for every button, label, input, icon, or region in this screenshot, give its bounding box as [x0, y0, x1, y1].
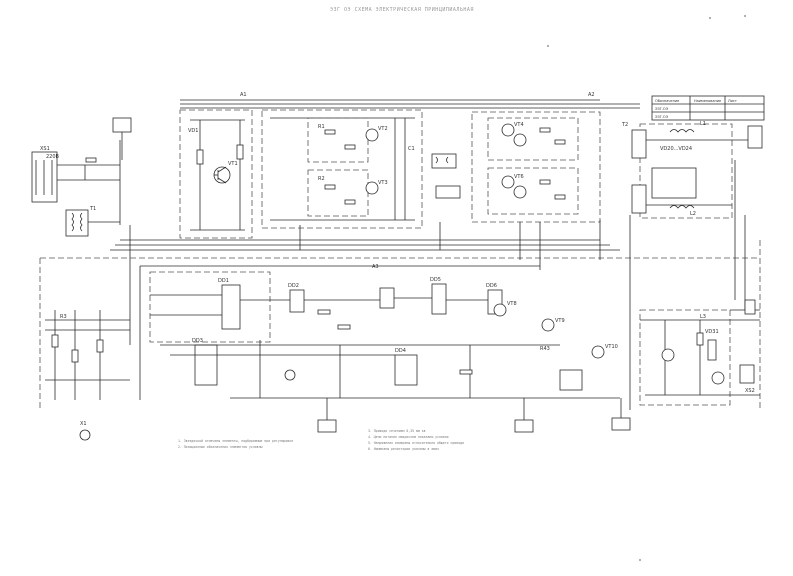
note-center-2: 4. Цепи питания микросхем показаны услов…: [368, 435, 449, 439]
output-connector-xs2: [739, 364, 755, 384]
output-connector: [747, 125, 763, 149]
tb-sheet: Лист: [728, 99, 737, 103]
label-vt4: VT4: [514, 122, 524, 128]
label-l1: L1: [700, 121, 706, 127]
notes: 1. Звездочкой отмечены элементы, подбира…: [178, 429, 464, 451]
tb-designation: Обозначение: [655, 99, 679, 103]
output-transformer-section: Обозначение Наименование Лист ЭЗГ.ОЭ ЭЗГ…: [621, 95, 765, 219]
tb-name: Наименование: [694, 99, 721, 103]
title-block: [651, 95, 765, 121]
label-r43: R43: [540, 346, 550, 352]
power-supply-block: VT1 VD1: [179, 109, 253, 239]
transformer-center: [431, 153, 457, 169]
transistor-vt2: [365, 128, 379, 142]
transistor-vt3: [365, 181, 379, 195]
label-dd2: DD2: [288, 283, 299, 289]
label-dd6: DD6: [486, 283, 497, 289]
label-a2: A2: [588, 92, 595, 98]
label-a1: A1: [240, 92, 247, 98]
note-center-1: 3. Провода сечением 0,35 мм кв: [368, 429, 426, 433]
label-c1: C1: [408, 146, 415, 152]
transformer-t1: [65, 209, 89, 237]
tb-row2: ЭЗГ.ОЭ: [655, 115, 669, 119]
ic-dd2: [289, 289, 305, 313]
note-left-1: 1. Звездочкой отмечены элементы, подбира…: [178, 438, 293, 443]
label-t2: T2: [621, 122, 628, 128]
label-l2: L2: [690, 211, 696, 217]
mains-input-section: XS1 220В T1: [31, 117, 132, 237]
transistor-vt5: [513, 133, 527, 147]
label-vt2: VT2: [378, 126, 388, 132]
transistor-vt7: [513, 185, 527, 199]
ic-dd4: [394, 354, 418, 386]
label-x1: X1: [80, 421, 87, 427]
label-vt8: VT8: [507, 301, 517, 307]
ic-dd3: [194, 344, 218, 386]
label-dd1: DD1: [218, 278, 229, 284]
top-bus-lines: [180, 99, 640, 109]
label-vt3: VT3: [378, 180, 388, 186]
label-t1: T1: [89, 206, 96, 212]
label-220v: 220В: [46, 154, 60, 160]
note-center-3: 5. Напряжения измерены относительно обще…: [368, 440, 464, 445]
label-dd4: DD4: [395, 348, 406, 354]
tb-row1: ЭЗГ.ОЭ: [655, 107, 669, 111]
ic-dd5: [431, 283, 447, 315]
rectifier-bridge: [651, 167, 697, 199]
label-vt10: VT10: [605, 344, 618, 350]
label-vd31: VD31: [705, 329, 719, 335]
note-center-4: 6. Номиналы резисторов указаны в омах: [368, 447, 439, 451]
label-l3: L3: [700, 314, 706, 320]
ground-symbol: [79, 429, 91, 441]
note-left-2: 2. Позиционные обозначения элементов усл…: [178, 444, 263, 449]
transistor-vt9: [541, 318, 555, 332]
label-a3: A3: [372, 264, 379, 270]
label-vt9: VT9: [555, 318, 565, 324]
bottom-connectors: [317, 398, 631, 433]
label-r3: R3: [60, 314, 67, 320]
label-dd3: DD3: [192, 338, 203, 344]
label-vt1: VT1: [228, 161, 238, 167]
label-dd5: DD5: [430, 277, 441, 283]
interconnect-wires: [39, 160, 761, 410]
label-vd20: VD20...VD24: [660, 146, 692, 152]
transformer-t2: [631, 129, 647, 159]
label-r2: R2: [318, 176, 325, 182]
corner-marks: [547, 15, 746, 561]
transistor-vt4: [501, 123, 515, 137]
label-xs2: XS2: [745, 388, 755, 394]
right-converter-blocks: VT4 VT6: [471, 111, 601, 223]
transistor-vt8: [493, 303, 507, 317]
ic-dd1: [221, 284, 241, 330]
transistor-vt10: [591, 345, 605, 359]
sheet-title: Э3Г ОЭ СХЕМА ЭЛЕКТРИЧЕСКАЯ ПРИНЦИПИАЛЬНА…: [330, 7, 474, 13]
label-vd1: VD1: [188, 128, 198, 134]
transistor-vt6: [501, 175, 515, 189]
lower-left-section: X1 R3: [45, 310, 130, 441]
label-vt6: VT6: [514, 174, 524, 180]
logic-section: DD1 DD2 DD3 DD4 DD5 DD6 VT8 VT9 VT10 R43…: [149, 92, 620, 399]
label-xs1: XS1: [40, 146, 50, 152]
label-r1: R1: [318, 124, 325, 130]
converter-blocks: VT2 VT3 R1 R2 C1: [261, 109, 461, 229]
lower-right-section: XS2 VD31 L3: [639, 299, 760, 406]
fuse-holder: [112, 117, 132, 133]
